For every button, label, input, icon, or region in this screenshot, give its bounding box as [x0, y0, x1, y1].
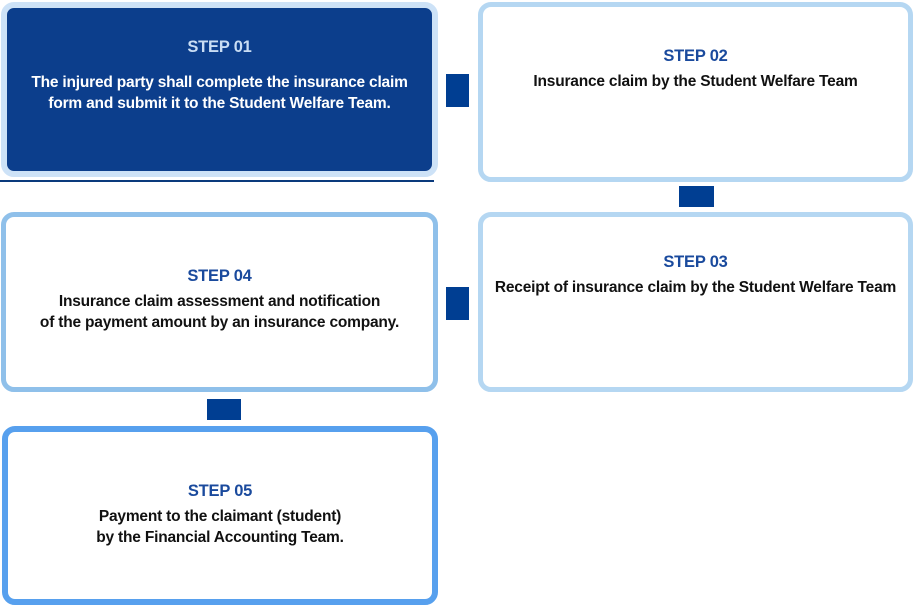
- step-02-text-line: Insurance claim by the Student Welfare T…: [533, 73, 858, 90]
- connector-step1-to-step2: [446, 74, 469, 107]
- connector-step3-to-step4: [446, 287, 469, 320]
- step-02-title: STEP 02: [663, 47, 728, 65]
- step-05-card: STEP 05 Payment to the claimant (student…: [2, 426, 438, 605]
- step-03-text-line: Receipt of insurance claim by the Studen…: [494, 279, 897, 296]
- step-01-underline: [0, 180, 434, 182]
- step-05-title: STEP 05: [187, 482, 253, 500]
- step-01-card: STEP 01 The injured party shall complete…: [1, 2, 438, 177]
- connector-step2-to-step3: [679, 186, 714, 207]
- step-01-text-line: form and submit it to the Student Welfar…: [48, 95, 391, 112]
- step-04-card: STEP 04 Insurance claim assessment and n…: [1, 212, 438, 392]
- step-04-title: STEP 04: [187, 267, 252, 285]
- step-04-text-line: of the payment amount by an insurance co…: [39, 314, 400, 331]
- step-05-text-line: by the Financial Accounting Team.: [96, 529, 344, 546]
- step-05-text-line: Payment to the claimant (student): [98, 508, 342, 525]
- step-03-title: STEP 03: [663, 253, 728, 271]
- step-03-card: STEP 03 Receipt of insurance claim by th…: [478, 212, 913, 392]
- step-02-card: STEP 02 Insurance claim by the Student W…: [478, 2, 913, 182]
- step-01-title: STEP 01: [187, 38, 252, 56]
- connector-step4-to-step5: [207, 399, 241, 420]
- step-04-text-line: Insurance claim assessment and notificat…: [58, 293, 381, 310]
- step-01-text-line: The injured party shall complete the ins…: [31, 74, 408, 91]
